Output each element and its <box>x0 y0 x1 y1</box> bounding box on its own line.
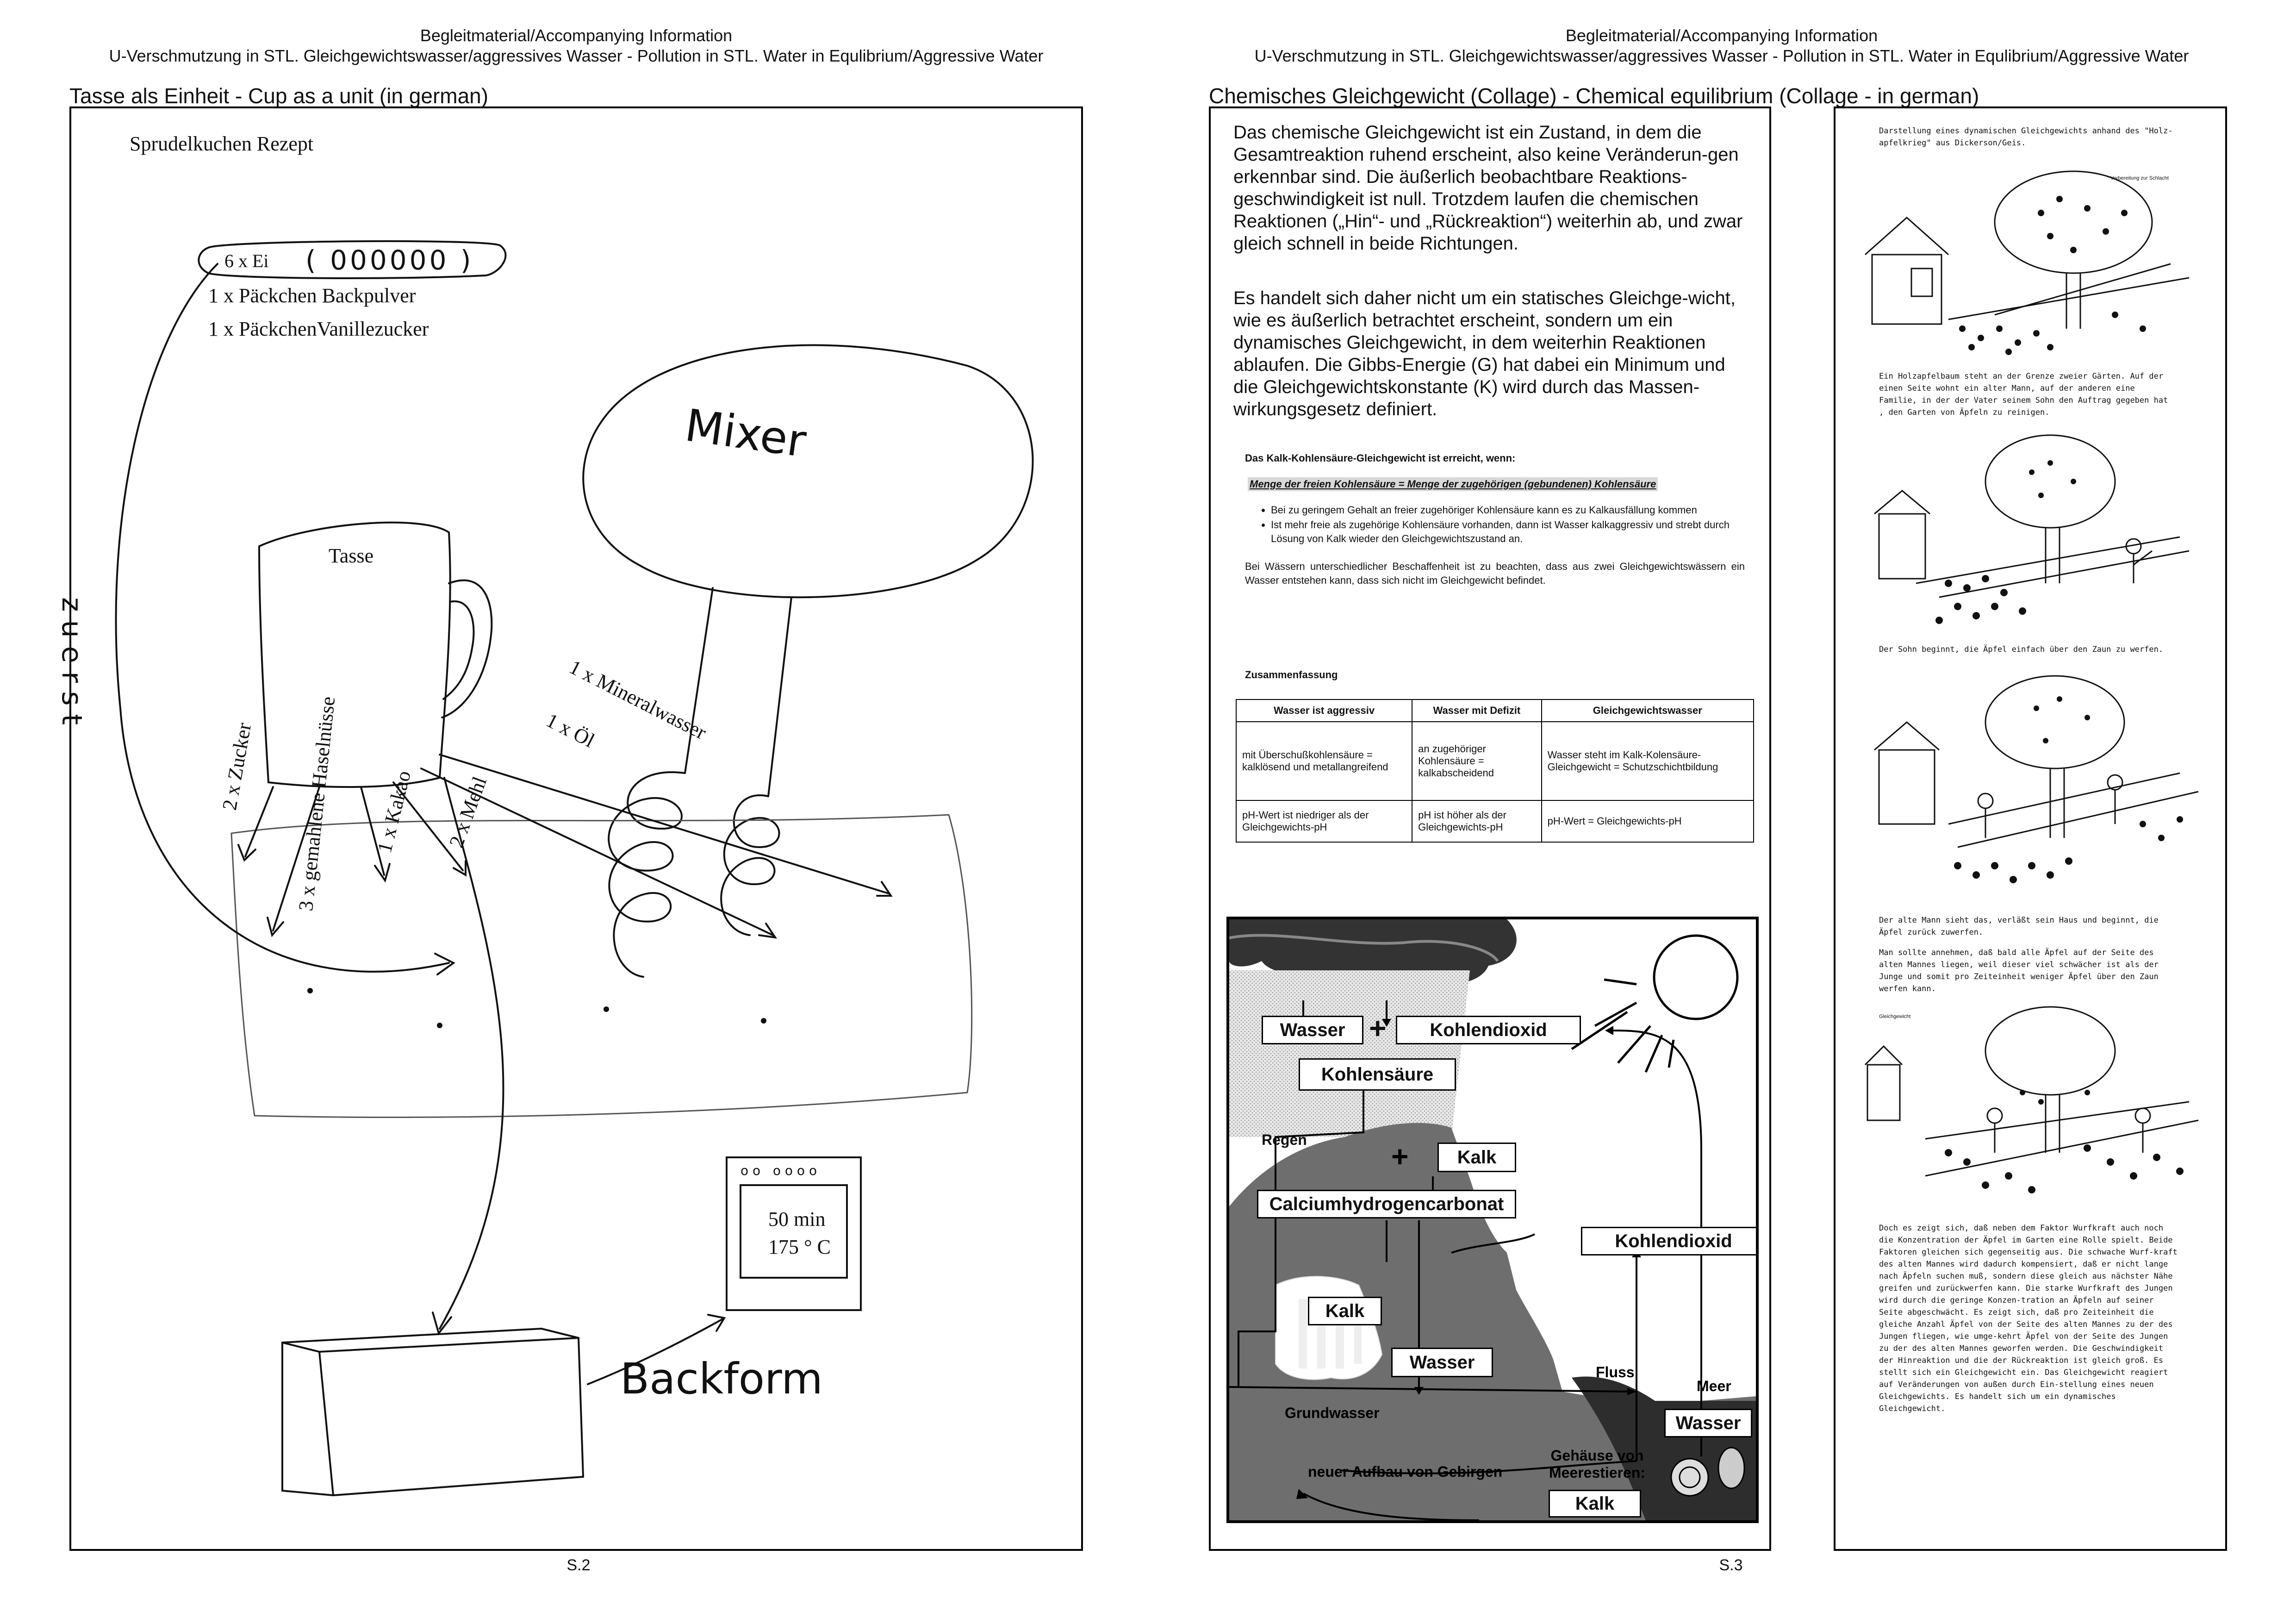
comic-caption-1: Ein Holzapfelbaum steht an der Grenze zw… <box>1879 370 2175 418</box>
oven-knobs: o o o o o o <box>740 1163 817 1178</box>
kalk-condition: Menge der freien Kohlensäure = Menge der… <box>1248 477 1658 491</box>
intro-paragraph: Das chemische Gleichgewicht ist ein Zust… <box>1233 121 1747 255</box>
table-header-row: Wasser ist aggressiv Wasser mit Defizit … <box>1236 700 1754 722</box>
label-plus-top: + <box>1369 1011 1386 1045</box>
table-cell: an zugehöriger Kohlensäure = kalkabschei… <box>1412 722 1542 800</box>
header-subtitle: U-Verschmutzung in STL. Gleichgewichtswa… <box>69 46 1083 66</box>
label-kalk-cave: Kalk <box>1308 1297 1382 1325</box>
ingredient-backpulver: 1 x Päckchen Backpulver <box>208 284 416 307</box>
table-cell: pH-Wert ist niedriger als der Gleichgewi… <box>1236 800 1412 842</box>
comic-conclusion: Doch es zeigt sich, daß neben dem Faktor… <box>1879 1222 2180 1415</box>
table-cell: Wasser steht im Kalk-Kolensäure-Gleichge… <box>1542 722 1754 800</box>
equilibrium-note: Bei Wässern unterschiedlicher Beschaffen… <box>1245 560 1745 587</box>
ingredient-eggs: 6 x Ei <box>224 250 269 272</box>
label-regen: Regen <box>1262 1131 1307 1149</box>
ingredient-vanillezucker: 1 x PäckchenVanillezucker <box>208 317 429 341</box>
label-wasser-cave: Wasser <box>1391 1348 1493 1377</box>
label-grundwasser: Grundwasser <box>1285 1405 1380 1422</box>
summary-title: Zusammenfassung <box>1245 669 1338 681</box>
left-section-title: Tasse als Einheit - Cup as a unit (in ge… <box>69 83 488 108</box>
comic-panel-1 <box>1856 162 2208 361</box>
summary-table: Wasser ist aggressiv Wasser mit Defizit … <box>1236 699 1754 843</box>
label-kohlendioxid-right: Kohlendioxid <box>1581 1227 1759 1255</box>
label-gebirge: neuer Aufbau von Gebirgen <box>1308 1463 1502 1480</box>
label-calciumhydrogencarbonat: Calciumhydrogencarbonat <box>1257 1190 1516 1218</box>
label-wasser-sea: Wasser <box>1664 1409 1752 1437</box>
label-kohlensaeure: Kohlensäure <box>1299 1058 1456 1091</box>
oven-time: 50 min <box>768 1207 825 1231</box>
egg-marks: ( 000000 ) <box>305 244 474 276</box>
table-header: Wasser ist aggressiv <box>1236 700 1412 722</box>
table-cell: pH-Wert = Gleichgewichts-pH <box>1542 800 1754 842</box>
label-wasser-top: Wasser <box>1262 1016 1363 1044</box>
right-header: Begleitmaterial/Accompanying Information… <box>1203 25 2240 66</box>
comic-caption-2: Der Sohn beginnt, die Äpfel einfach über… <box>1879 643 2175 656</box>
label-kalk-top: Kalk <box>1437 1143 1516 1172</box>
label-kalk-bottom: Kalk <box>1549 1490 1641 1518</box>
left-header: Begleitmaterial/Accompanying Information… <box>69 25 1083 66</box>
table-cell: pH ist höher als der Gleichgewichts-pH <box>1412 800 1542 842</box>
comic-panel-3 <box>1856 671 2208 889</box>
baking-pan-label: Backform <box>620 1354 823 1404</box>
label-meer: Meer <box>1697 1378 1731 1395</box>
kalk-block: Das Kalk-Kohlensäure-Gleichgewicht ist e… <box>1245 451 1745 587</box>
table-header: Gleichgewichtswasser <box>1542 700 1754 722</box>
comic-intro: Darstellung eines dynamischen Gleichgewi… <box>1879 125 2175 149</box>
recipe-title: Sprudelkuchen Rezept <box>130 132 313 156</box>
dynamic-paragraph: Es handelt sich daher nicht um ein stati… <box>1233 287 1747 420</box>
page-number-left: S.2 <box>555 1556 602 1574</box>
cup-label: Tasse <box>329 544 373 568</box>
label-plus-middle: + <box>1391 1139 1408 1174</box>
table-cell: mit Überschußkohlensäure = kalklösend un… <box>1236 722 1412 800</box>
label-gehaeuse: Gehäuse von Meerestieren: <box>1544 1447 1650 1481</box>
comic-panel-4 <box>1856 1000 2208 1213</box>
bullet-item: Ist mehr freie als zugehörige Kohlensäur… <box>1271 518 1745 546</box>
table-row: pH-Wert ist niedriger als der Gleichgewi… <box>1236 800 1754 842</box>
label-fluss: Fluss <box>1596 1364 1635 1381</box>
comic-caption-3: Der alte Mann sieht das, verläßt sein Ha… <box>1879 914 2175 938</box>
table-row: mit Überschußkohlensäure = kalklösend un… <box>1236 722 1754 800</box>
comic-caption-4: Man sollte annehmen, daß bald alle Äpfel… <box>1879 947 2175 995</box>
header-title: Begleitmaterial/Accompanying Information <box>69 25 1083 46</box>
page-number-right: S.3 <box>1708 1556 1754 1574</box>
kalk-heading: Das Kalk-Kohlensäure-Gleichgewicht ist e… <box>1245 451 1745 465</box>
header-title: Begleitmaterial/Accompanying Information <box>1203 25 2240 46</box>
bullet-item: Bei zu geringem Gehalt an freier zugehör… <box>1271 503 1745 517</box>
first-label: zuerst <box>56 597 88 733</box>
right-section-title: Chemisches Gleichgewicht (Collage) - Che… <box>1209 83 1979 108</box>
label-kohlendioxid-top: Kohlendioxid <box>1396 1016 1581 1044</box>
comic-panel-2 <box>1856 431 2208 634</box>
oven-temp: 175 ° C <box>768 1235 831 1259</box>
kalk-bullets: Bei zu geringem Gehalt an freier zugehör… <box>1245 503 1745 546</box>
table-header: Wasser mit Defizit <box>1412 700 1542 722</box>
header-subtitle: U-Verschmutzung in STL. Gleichgewichtswa… <box>1203 46 2240 66</box>
carbonate-cycle-diagram: Wasser + Kohlendioxid Kohlensäure Regen … <box>1226 917 1759 1523</box>
